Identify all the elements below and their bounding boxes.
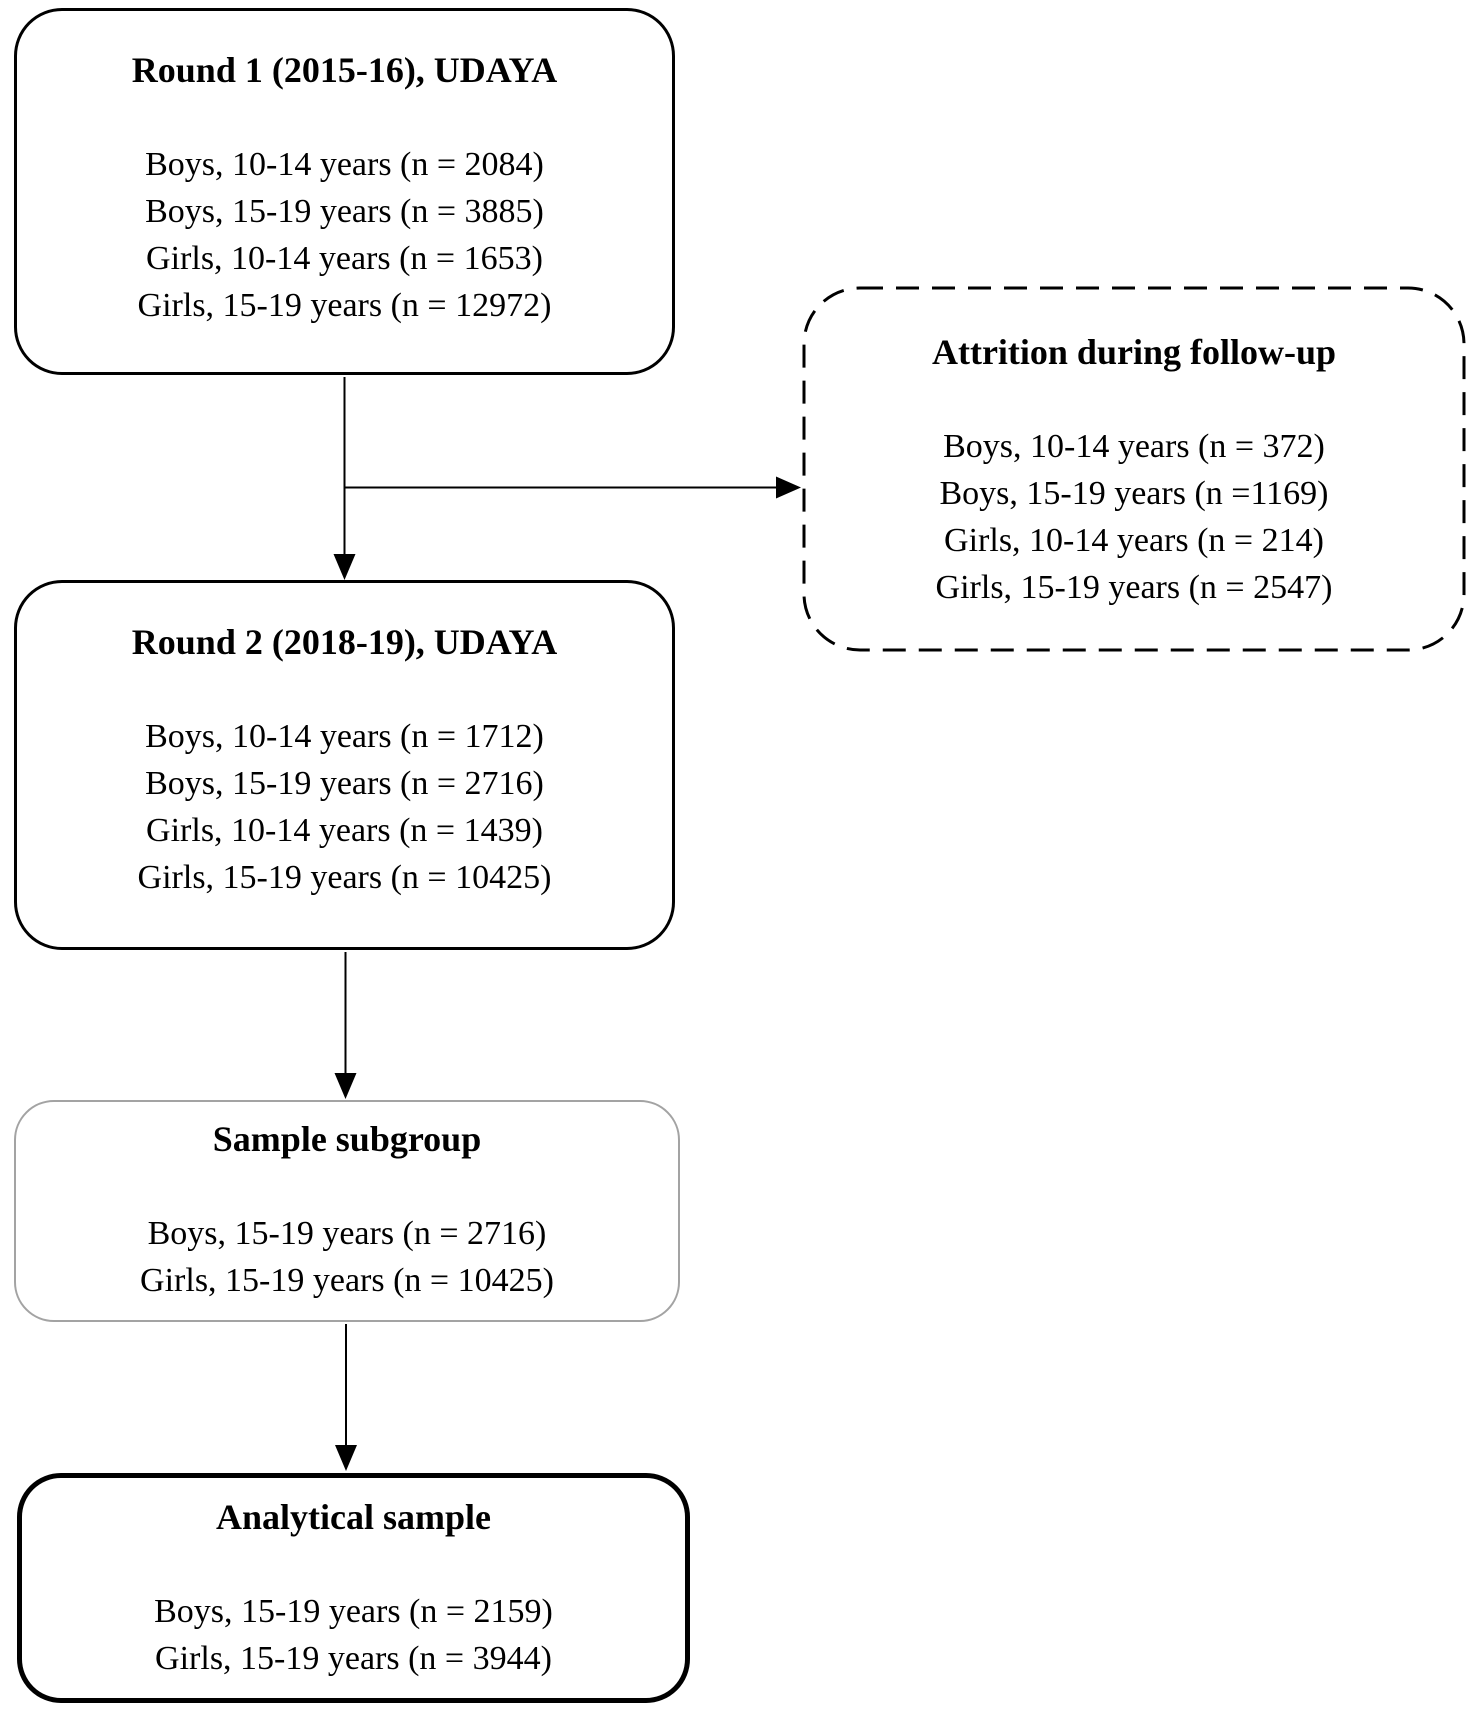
spacer (803, 376, 1465, 423)
round2-line: Boys, 15-19 years (n = 2716) (145, 765, 544, 802)
attrition-box-dashed-border (802, 286, 1466, 652)
arrowhead-subgroup-to-analytical (335, 1445, 357, 1471)
round1-line: Boys, 15-19 years (n = 3885) (145, 193, 544, 230)
round2-box: Round 2 (2018-19), UDAYA Boys, 10-14 yea… (14, 580, 675, 950)
round2-line: Girls, 10-14 years (n = 1439) (146, 812, 543, 849)
analytical-sample-line: Girls, 15-19 years (n = 3944) (155, 1640, 552, 1677)
spacer (22, 1541, 685, 1588)
spacer (17, 94, 672, 141)
attrition-box: Attrition during follow-up Boys, 10-14 y… (803, 287, 1465, 651)
analytical-sample-box: Analytical sample Boys, 15-19 years (n =… (17, 1473, 690, 1703)
round2-title: Round 2 (2018-19), UDAYA (131, 622, 558, 662)
round1-line: Girls, 15-19 years (n = 12972) (137, 287, 552, 324)
round1-line: Girls, 10-14 years (n = 1653) (146, 240, 543, 277)
round2-line: Boys, 10-14 years (n = 1712) (145, 718, 544, 755)
arrowhead-to-attrition (776, 476, 801, 499)
attrition-line: Boys, 10-14 years (n = 372) (943, 428, 1325, 465)
round1-title: Round 1 (2015-16), UDAYA (131, 50, 558, 90)
sample-subgroup-line: Girls, 15-19 years (n = 10425) (140, 1262, 554, 1299)
arrowhead-round1-to-round2 (333, 554, 356, 580)
sample-subgroup-box: Sample subgroup Boys, 15-19 years (n = 2… (14, 1100, 680, 1322)
round1-line: Boys, 10-14 years (n = 2084) (145, 146, 544, 183)
spacer (16, 1163, 678, 1210)
attrition-line: Girls, 15-19 years (n = 2547) (935, 569, 1333, 606)
sample-subgroup-title: Sample subgroup (212, 1119, 482, 1159)
analytical-sample-line: Boys, 15-19 years (n = 2159) (154, 1593, 553, 1630)
round1-box: Round 1 (2015-16), UDAYA Boys, 10-14 yea… (14, 8, 675, 375)
attrition-title: Attrition during follow-up (931, 332, 1337, 372)
round2-line: Girls, 15-19 years (n = 10425) (137, 859, 552, 896)
spacer (17, 666, 672, 713)
arrowhead-round2-to-subgroup (334, 1073, 357, 1099)
attrition-line: Girls, 10-14 years (n = 214) (944, 522, 1324, 559)
analytical-sample-title: Analytical sample (216, 1497, 491, 1537)
attrition-line: Boys, 15-19 years (n =1169) (939, 475, 1329, 512)
sample-subgroup-line: Boys, 15-19 years (n = 2716) (147, 1215, 547, 1252)
